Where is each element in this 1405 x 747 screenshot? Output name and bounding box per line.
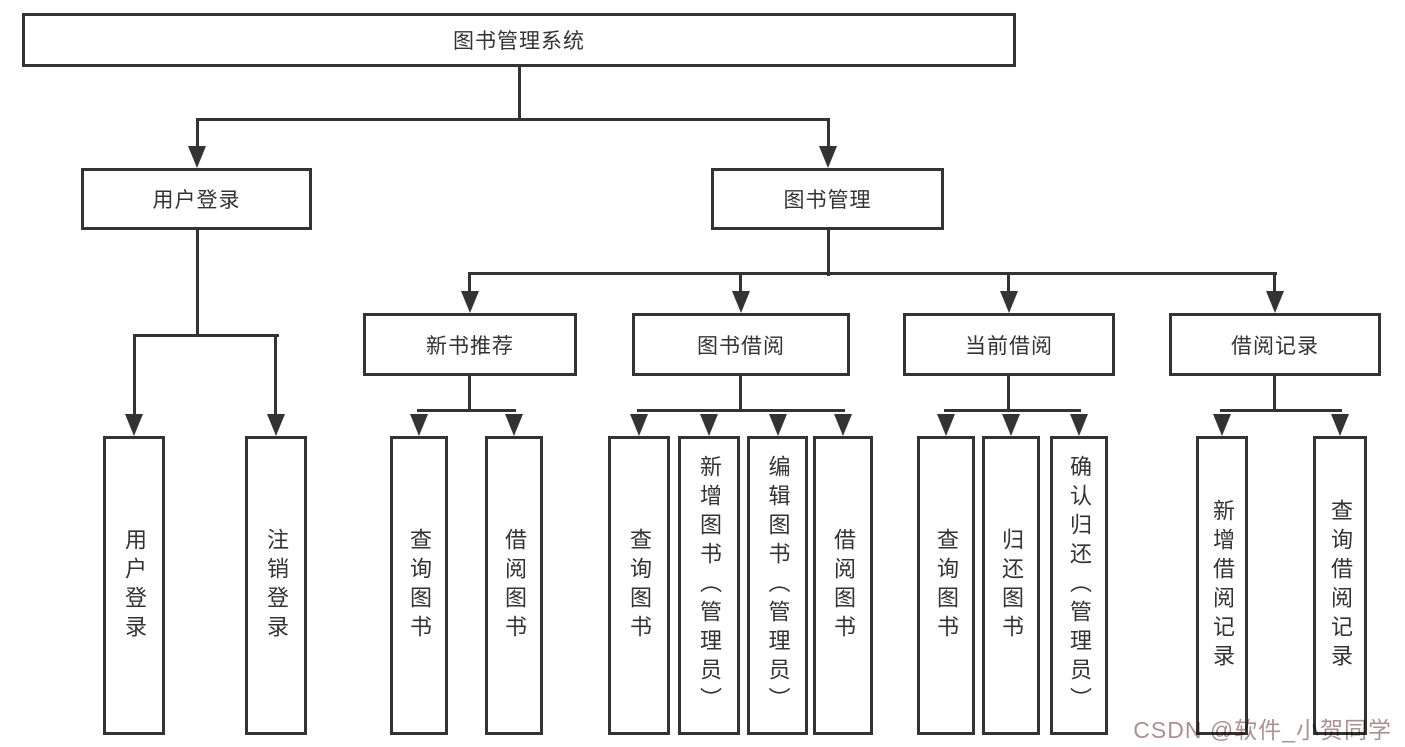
watermark: CSDN @软件_小贺同学 <box>1133 717 1392 743</box>
connector-userlogin-rail-line <box>133 334 279 337</box>
leaf-edit-books-admin: 编辑图书（管理员） <box>747 436 808 735</box>
arrowhead-down-icon <box>630 414 648 436</box>
leaf-logout-label: 注销登录 <box>264 527 289 644</box>
arrowhead-down-icon <box>410 414 428 436</box>
leaf-logout: 注销登录 <box>245 436 307 735</box>
connector-newbook-stem-line <box>468 376 471 412</box>
leaf-query-books-recommend: 查询图书 <box>390 436 448 735</box>
connector-root-rail-line <box>196 118 830 121</box>
connector-root-stem-line <box>518 67 521 120</box>
arrowhead-down-icon <box>1000 291 1018 313</box>
connector-userlogin-drop-line <box>133 334 136 416</box>
leaf-return-books-label: 归还图书 <box>999 527 1024 644</box>
node-current-borrowing-label: 当前借阅 <box>965 334 1053 358</box>
connector-userlogin-drop-line <box>274 334 277 416</box>
arrowhead-down-icon <box>1070 414 1088 436</box>
node-book-management-label: 图书管理 <box>783 189 872 212</box>
leaf-add-books-admin: 新增图书（管理员） <box>678 436 740 735</box>
arrowhead-down-icon <box>834 414 852 436</box>
arrowhead-down-icon <box>188 146 206 168</box>
connector-bookmgmt-stem-line <box>827 230 830 276</box>
node-current-borrowing: 当前借阅 <box>903 313 1115 376</box>
node-book-management: 图书管理 <box>711 168 944 230</box>
leaf-borrow-books-recommend-label: 借阅图书 <box>502 527 527 644</box>
node-user-login: 用户登录 <box>81 168 312 230</box>
leaf-add-books-admin-label: 新增图书（管理员） <box>697 455 722 716</box>
arrowhead-down-icon <box>732 291 750 313</box>
connector-records-rail-line <box>1220 409 1342 412</box>
leaf-query-borrow-record-label: 查询借阅记录 <box>1328 498 1353 673</box>
arrowhead-down-icon <box>700 414 718 436</box>
leaf-query-books-recommend-label: 查询图书 <box>407 527 432 644</box>
connector-current-stem-line <box>1007 376 1010 412</box>
leaf-borrow-books: 借阅图书 <box>813 436 873 735</box>
connector-bookmgmt-rail-line <box>469 272 1277 275</box>
connector-root-drop-line <box>196 118 199 148</box>
leaf-edit-books-admin-label: 编辑图书（管理员） <box>765 455 791 716</box>
connector-bookmgmt-drop-line <box>1273 272 1276 294</box>
leaf-user-login: 用户登录 <box>103 436 165 735</box>
arrowhead-down-icon <box>1331 414 1349 436</box>
leaf-query-borrow-record: 查询借阅记录 <box>1313 436 1367 735</box>
arrowhead-down-icon <box>461 291 479 313</box>
leaf-query-books-borrow-label: 查询图书 <box>627 527 652 644</box>
leaf-add-borrow-record-label: 新增借阅记录 <box>1210 498 1235 673</box>
connector-bookmgmt-drop-line <box>739 272 742 294</box>
leaf-user-login-label: 用户登录 <box>122 527 147 644</box>
arrowhead-down-icon <box>1266 291 1284 313</box>
leaf-return-books: 归还图书 <box>982 436 1040 735</box>
node-user-login-label: 用户登录 <box>152 189 241 212</box>
leaf-add-borrow-record: 新增借阅记录 <box>1196 436 1248 735</box>
connector-bookmgmt-drop-line <box>468 272 471 294</box>
connector-current-rail-line <box>944 409 1081 412</box>
arrowhead-down-icon <box>267 414 285 436</box>
connector-root-drop-line <box>827 118 830 148</box>
leaf-confirm-return-admin-label: 确认归还（管理员） <box>1067 455 1092 716</box>
leaf-query-books-current-label: 查询图书 <box>934 527 959 644</box>
connector-borrow-stem-line <box>739 376 742 412</box>
leaf-borrow-books-label: 借阅图书 <box>831 527 856 644</box>
node-borrowing-records-label: 借阅记录 <box>1231 334 1319 358</box>
node-root: 图书管理系统 <box>22 13 1016 67</box>
leaf-query-books-borrow: 查询图书 <box>608 436 670 735</box>
node-root-label: 图书管理系统 <box>453 30 585 53</box>
node-new-book-recommend: 新书推荐 <box>363 313 577 376</box>
connector-records-stem-line <box>1273 376 1276 412</box>
connector-newbook-rail-line <box>417 409 516 412</box>
node-book-borrowing-label: 图书借阅 <box>697 334 785 358</box>
arrowhead-down-icon <box>937 414 955 436</box>
arrowhead-down-icon <box>1213 414 1231 436</box>
connector-bookmgmt-drop-line <box>1007 272 1010 294</box>
arrowhead-down-icon <box>505 414 523 436</box>
arrowhead-down-icon <box>125 414 143 436</box>
node-borrowing-records: 借阅记录 <box>1169 313 1381 376</box>
leaf-confirm-return-admin: 确认归还（管理员） <box>1050 436 1108 735</box>
arrowhead-down-icon <box>1002 414 1020 436</box>
connector-borrow-rail-line <box>637 409 845 412</box>
node-book-borrowing: 图书借阅 <box>632 313 850 376</box>
leaf-query-books-current: 查询图书 <box>917 436 975 735</box>
leaf-borrow-books-recommend: 借阅图书 <box>485 436 543 735</box>
arrowhead-down-icon <box>819 146 837 168</box>
arrowhead-down-icon <box>769 414 787 436</box>
node-new-book-recommend-label: 新书推荐 <box>426 334 514 358</box>
connector-userlogin-stem-line <box>196 230 199 337</box>
